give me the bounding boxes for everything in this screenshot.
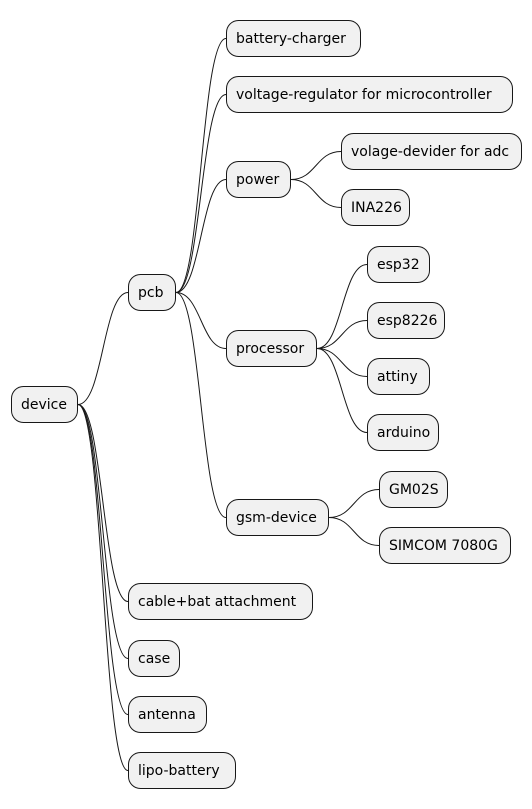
node-arduino: arduino [367, 414, 439, 451]
connectors [77, 38, 380, 771]
node-label: esp32 [377, 257, 420, 273]
node-label: voltage-regulator for microcontroller [236, 87, 492, 103]
node-box [341, 189, 410, 226]
node-voltage-regulator: voltage-regulator for microcontroller [226, 76, 513, 113]
node-box [11, 386, 78, 423]
connector-processor-esp32 [316, 264, 368, 349]
node-box [367, 246, 430, 283]
node-label: attiny [377, 369, 418, 385]
connector-gsm-device-simcom [328, 517, 380, 546]
connector-device-lipo-battery [77, 404, 129, 771]
node-box [128, 583, 313, 620]
node-label: esp8226 [377, 313, 438, 329]
node-box [367, 302, 445, 339]
connector-pcb-power [175, 179, 227, 293]
connector-pcb-voltage-regulator [175, 94, 227, 293]
node-esp8226: esp8226 [367, 302, 445, 339]
node-label: power [236, 172, 280, 188]
node-label: gsm-device [236, 510, 317, 526]
node-label: processor [236, 341, 304, 357]
node-label: pcb [138, 285, 164, 301]
node-label: case [138, 651, 170, 667]
node-simcom: SIMCOM 7080G [379, 527, 511, 564]
node-box [128, 640, 180, 677]
node-label: GM02S [389, 482, 439, 498]
node-box [367, 358, 430, 395]
connector-device-case [77, 404, 129, 659]
node-gm02s: GM02S [379, 471, 448, 508]
node-box [226, 20, 361, 57]
nodes: device pcb battery-charger voltage-regulato… [11, 20, 522, 789]
node-box [128, 696, 207, 733]
connector-processor-esp8226 [316, 320, 368, 349]
node-label: device [21, 397, 67, 413]
node-power: power [226, 161, 291, 198]
node-box [226, 161, 291, 198]
node-label: SIMCOM 7080G [389, 538, 498, 554]
node-label: cable+bat attachment [138, 594, 297, 610]
node-box [341, 133, 522, 170]
node-processor: processor [226, 330, 317, 367]
node-label: INA226 [351, 200, 402, 216]
node-ina226: INA226 [341, 189, 410, 226]
connector-pcb-battery-charger [175, 38, 227, 293]
node-box [226, 76, 513, 113]
node-pcb: pcb [128, 274, 176, 311]
node-box [128, 274, 176, 311]
node-case: case [128, 640, 180, 677]
connector-device-antenna [77, 404, 129, 715]
connector-power-ina226 [290, 179, 342, 208]
node-attiny: attiny [367, 358, 430, 395]
node-gsm-device: gsm-device [226, 499, 329, 536]
node-battery-charger: battery-charger [226, 20, 361, 57]
connector-device-cable-bat [77, 404, 129, 602]
node-label: volage-devider for adc [351, 144, 509, 160]
node-box [226, 499, 329, 536]
connector-device-pcb [77, 292, 129, 405]
node-box [379, 527, 511, 564]
node-label: antenna [138, 707, 196, 723]
node-label: arduino [377, 425, 430, 441]
node-box [226, 330, 317, 367]
node-esp32: esp32 [367, 246, 430, 283]
connector-power-volage-devider [290, 151, 342, 180]
node-box [379, 471, 448, 508]
connector-gsm-device-gm02s [328, 489, 380, 518]
node-label: battery-charger [236, 31, 346, 47]
connector-pcb-gsm-device [175, 292, 227, 518]
node-box [128, 752, 236, 789]
node-box [367, 414, 439, 451]
node-antenna: antenna [128, 696, 207, 733]
node-cable-bat: cable+bat attachment [128, 583, 313, 620]
connector-processor-attiny [316, 348, 368, 377]
connector-processor-arduino [316, 348, 368, 433]
node-lipo-battery: lipo-battery [128, 752, 236, 789]
node-label: lipo-battery [138, 763, 220, 779]
node-volage-devider: volage-devider for adc [341, 133, 522, 170]
connector-pcb-processor [175, 292, 227, 349]
node-device: device [11, 386, 78, 423]
